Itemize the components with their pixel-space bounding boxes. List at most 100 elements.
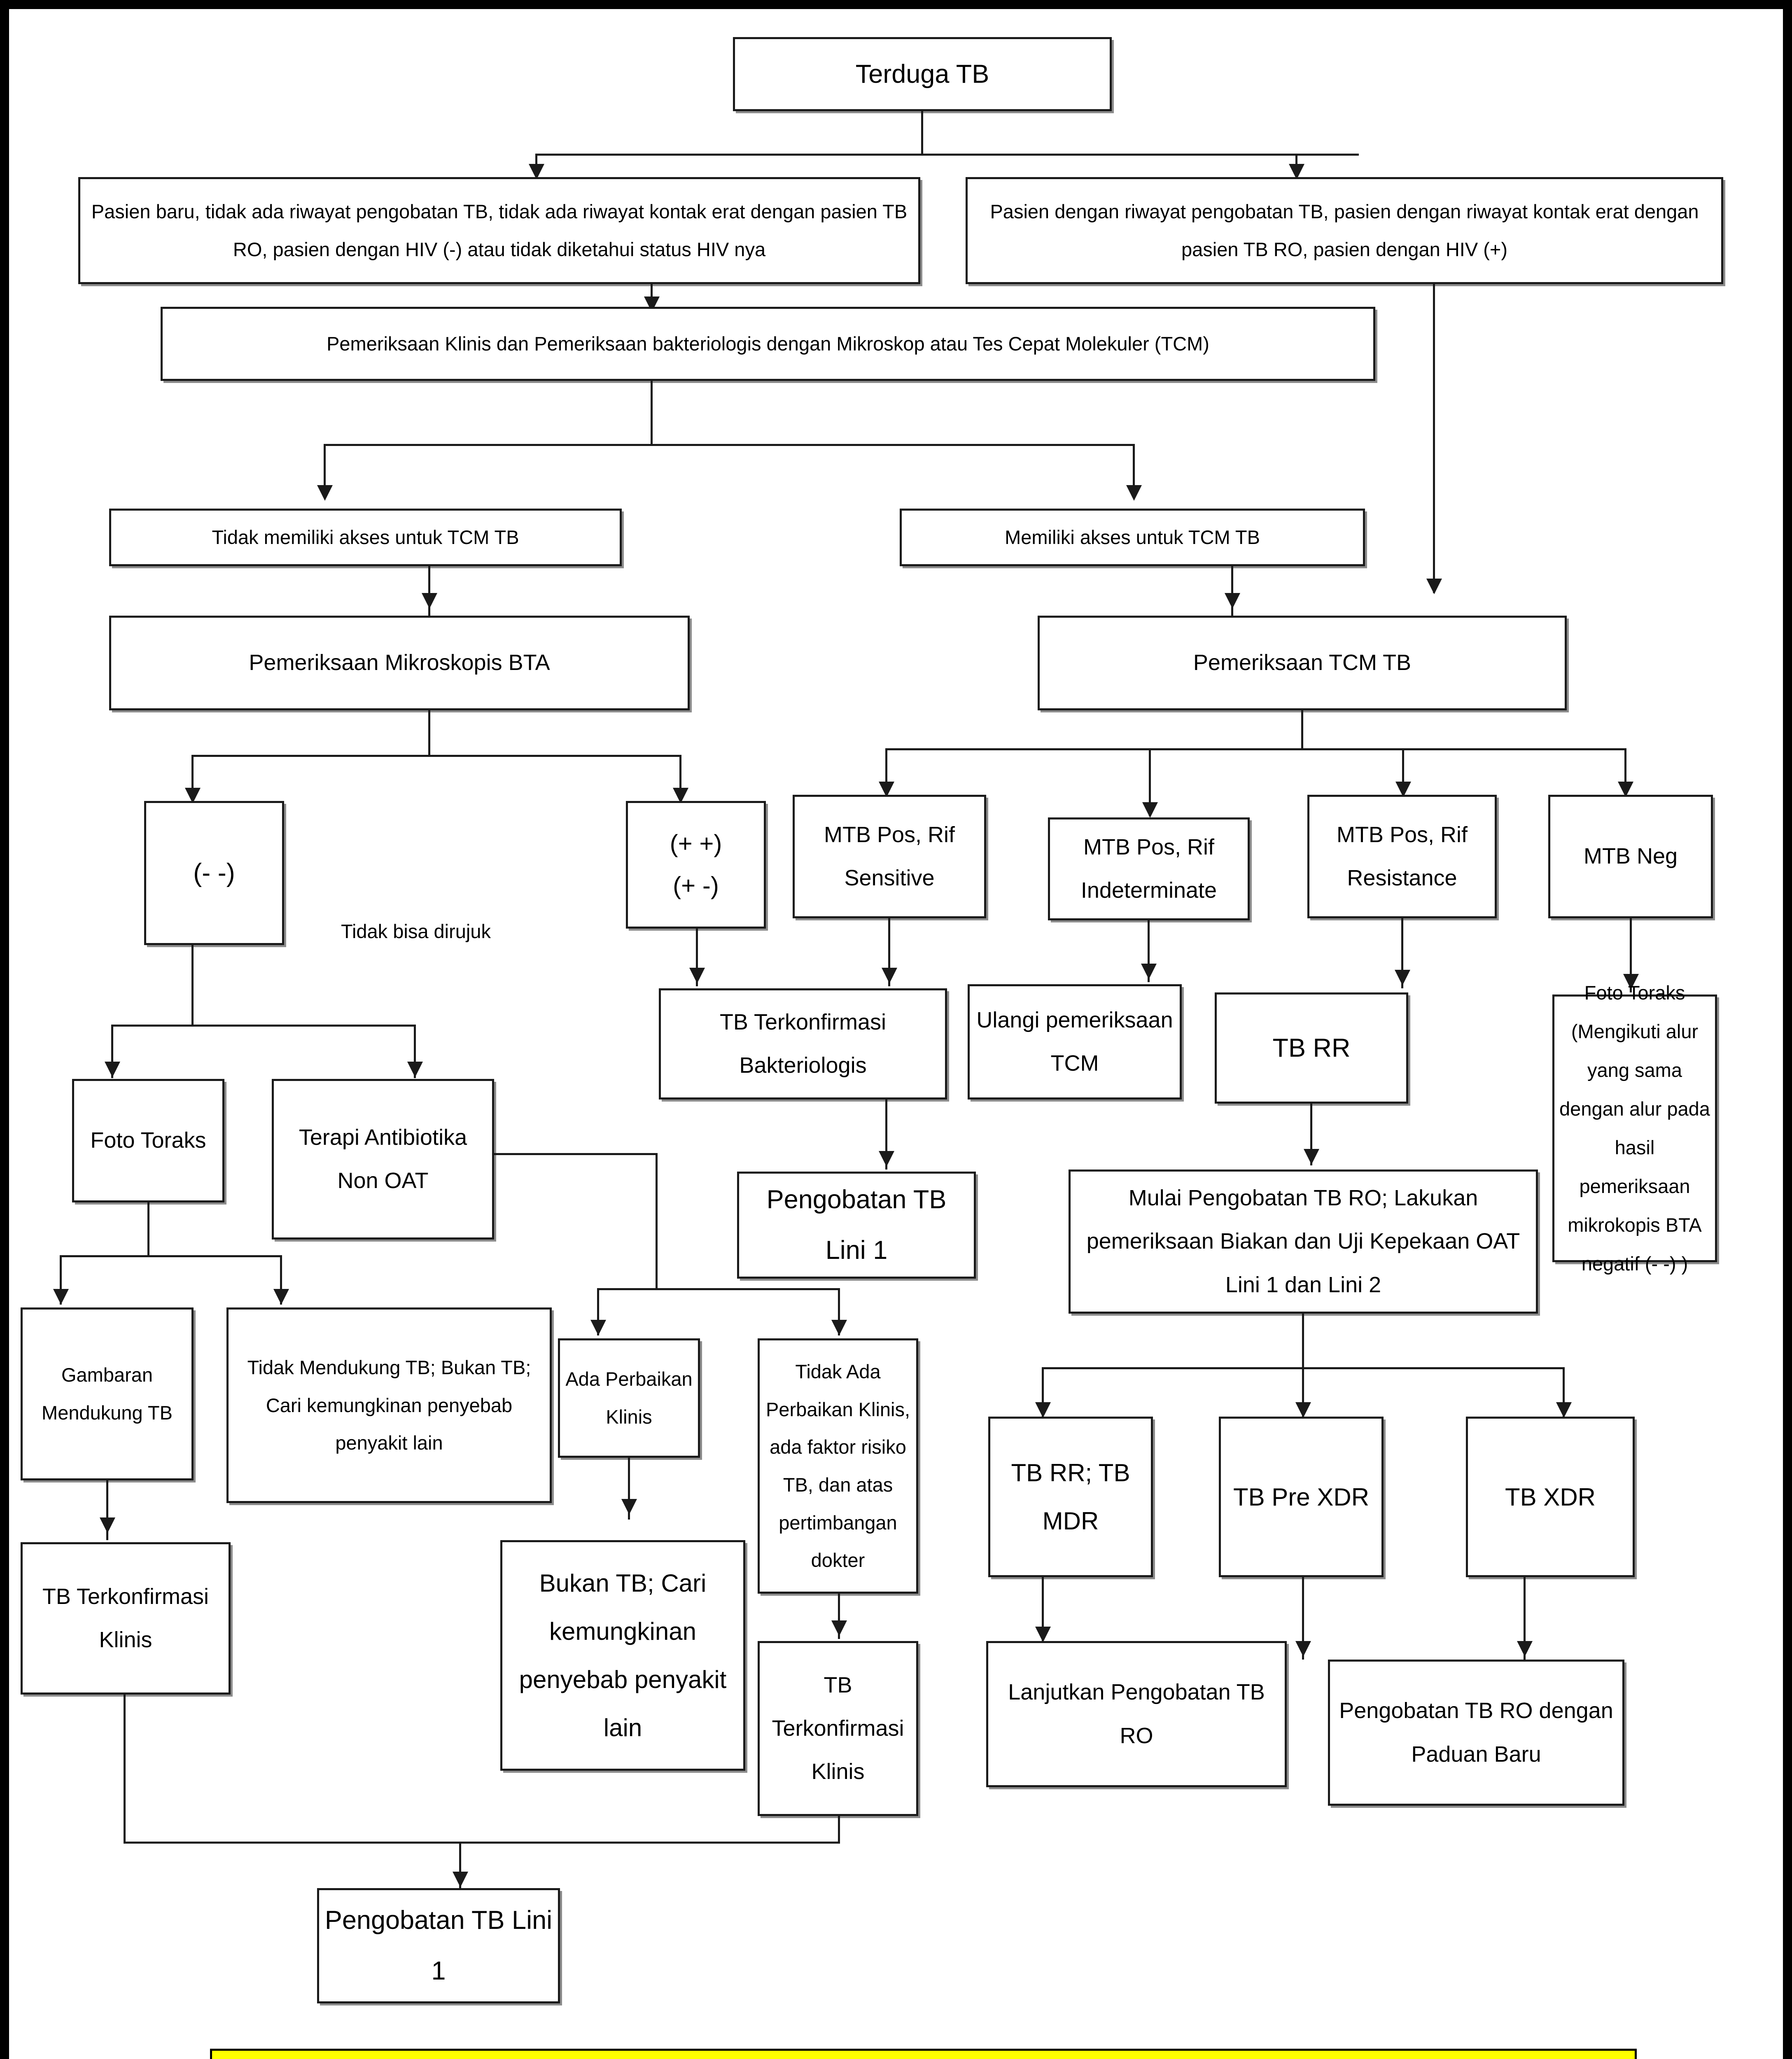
- node-tb-terkonfirmasi-klinis-left-label: TB Terkonfirmasi Klinis: [42, 1584, 209, 1652]
- arrow-to-tidak-mendukung: [273, 1289, 289, 1305]
- node-tidak-akses-tcm[interactable]: Tidak memiliki akses untuk TCM TB: [109, 509, 622, 566]
- arrow-to-rif-indeterminate: [1142, 802, 1158, 818]
- node-mtb-pos-rif-indeterminate[interactable]: MTB Pos, Rif Indeterminate: [1048, 817, 1250, 920]
- node-tb-terkonfirmasi-bakteriologis[interactable]: TB Terkonfirmasi Bakteriologis: [659, 988, 947, 1100]
- node-gambaran-mendukung-tb[interactable]: Gambaran Mendukung TB: [21, 1307, 194, 1480]
- node-mulai-pengobatan-ro[interactable]: Mulai Pengobatan TB RO; Lakukan pemeriks…: [1069, 1170, 1538, 1314]
- node-tidak-ada-perbaikan-klinis[interactable]: Tidak Ada Perbaikan Klinis, ada faktor r…: [758, 1338, 918, 1594]
- node-ulangi-pemeriksaan-tcm[interactable]: Ulangi pemeriksaan TCM: [968, 984, 1182, 1100]
- node-terduga-tb[interactable]: Terduga TB: [733, 37, 1112, 111]
- node-bukan-tb-cari[interactable]: Bukan TB; Cari kemungkinan penyebab peny…: [500, 1540, 745, 1771]
- node-mtb-pos-rif-sensitive[interactable]: MTB Pos, Rif Sensitive: [793, 795, 986, 918]
- node-tb-xdr[interactable]: TB XDR: [1466, 1417, 1635, 1577]
- arrow-to-negneg: [185, 788, 201, 803]
- node-tb-rr-tb-mdr[interactable]: TB RR; TB MDR: [988, 1417, 1153, 1577]
- arrow-to-tbrr-tbmdr: [1035, 1402, 1051, 1418]
- node-pemeriksaan-tcm-label: Pemeriksaan TCM TB: [1193, 650, 1412, 675]
- node-pengobatan-tb-lini1-mid[interactable]: Pengobatan TB Lini 1: [737, 1172, 976, 1279]
- arrow-prexdr-to-paduanbaru: [1295, 1641, 1311, 1657]
- node-lanjutkan-pengobatan-ro[interactable]: Lanjutkan Pengobatan TB RO: [986, 1641, 1287, 1787]
- arrow-tbrrmdr-to-lanjutkan: [1035, 1627, 1051, 1642]
- connector-sensitive-to-bakteriologis: [888, 918, 890, 986]
- connector-tbrr-to-mulai: [1310, 1104, 1312, 1165]
- connector-to-tb-pre-xdr: [1302, 1367, 1304, 1419]
- connector-klinis-stem: [651, 381, 653, 445]
- node-tidak-mendukung-tb[interactable]: Tidak Mendukung TB; Bukan TB; Cari kemun…: [226, 1307, 552, 1503]
- node-terapi-antibiotika[interactable]: Terapi Antibiotika Non OAT: [272, 1079, 494, 1240]
- node-tb-rr[interactable]: TB RR: [1215, 992, 1408, 1104]
- arrow-to-pasien-riwayat: [1289, 164, 1304, 180]
- arrow-to-rif-sensitive: [879, 782, 894, 797]
- connector-to-ada-perbaikan: [597, 1288, 599, 1335]
- node-foto-toraks[interactable]: Foto Toraks: [72, 1079, 224, 1202]
- node-mtb-neg[interactable]: MTB Neg: [1548, 795, 1713, 918]
- connector-terapi-down: [656, 1153, 658, 1289]
- node-memiliki-akses-tcm-label: Memiliki akses untuk TCM TB: [1005, 526, 1260, 549]
- page-frame-left: [0, 0, 9, 2059]
- connector-adaperbaikan-to-bukantb: [628, 1458, 630, 1520]
- node-mtb-pos-rif-indeterminate-label: MTB Pos, Rif Indeterminate: [1080, 834, 1217, 903]
- node-hasil-pos[interactable]: (+ +) (+ -): [626, 801, 766, 929]
- connector-to-tb-xdr: [1563, 1367, 1565, 1419]
- arrow-to-pasien-baru: [529, 164, 544, 180]
- node-foto-toraks-mtb-neg[interactable]: Foto Toraks (Mengikuti alur yang sama de…: [1552, 982, 1717, 1275]
- node-tb-rr-tb-mdr-label: TB RR; TB MDR: [1011, 1459, 1130, 1535]
- connector-to-tbrr-tbmdr: [1042, 1367, 1044, 1419]
- connector-negneg-stem: [191, 945, 194, 1025]
- arrow-pos-to-bakteriologis: [689, 968, 705, 983]
- node-pemeriksaan-mikroskopis[interactable]: Pemeriksaan Mikroskopis BTA: [109, 616, 690, 710]
- node-hasil-pos-neg-label: (+ -): [673, 872, 719, 899]
- connector-terduga-split: [535, 154, 1359, 156]
- arrow-to-tidak-akses: [317, 485, 333, 501]
- node-mtb-pos-rif-resistance[interactable]: MTB Pos, Rif Resistance: [1307, 795, 1497, 918]
- connector-pasienbaru-to-klinis: [651, 284, 653, 305]
- connector-xdr-to-paduanbaru: [1524, 1577, 1526, 1660]
- connector-pasienriwayat-to-tcm: [1433, 284, 1435, 593]
- arrow-adaperbaikan-to-bukantb: [621, 1499, 637, 1515]
- node-hasil-neg-neg[interactable]: (- -): [144, 801, 284, 945]
- node-tidak-mendukung-tb-label: Tidak Mendukung TB; Bukan TB; Cari kemun…: [247, 1356, 531, 1454]
- node-tb-pre-xdr[interactable]: TB Pre XDR: [1219, 1417, 1384, 1577]
- node-pengobatan-ro-paduan-baru-label: Pengobatan TB RO dengan Paduan Baru: [1339, 1698, 1613, 1767]
- connector-pos-to-bakteriologis: [696, 929, 698, 986]
- connector-to-pospos: [679, 755, 681, 800]
- note-pemeriksaan-tambahan: Pemeriksaan tambahan pada semua pasien T…: [210, 2049, 1637, 2059]
- node-gambaran-mendukung-tb-label: Gambaran Mendukung TB: [42, 1364, 173, 1424]
- node-hasil-pos-pos-label: (+ +): [670, 830, 722, 857]
- node-mtb-pos-rif-sensitive-label: MTB Pos, Rif Sensitive: [824, 822, 955, 890]
- node-memiliki-akses-tcm[interactable]: Memiliki akses untuk TCM TB: [900, 509, 1365, 566]
- connector-fototoraks-split: [60, 1255, 282, 1257]
- connector-to-foto-toraks: [111, 1025, 113, 1078]
- node-pasien-riwayat[interactable]: Pasien dengan riwayat pengobatan TB, pas…: [966, 177, 1723, 284]
- node-pengobatan-ro-paduan-baru[interactable]: Pengobatan TB RO dengan Paduan Baru: [1328, 1660, 1624, 1806]
- connector-mtbneg-to-fototoraks: [1630, 918, 1632, 992]
- arrow-to-rif-resistance: [1395, 782, 1411, 797]
- arrow-sensitive-to-bakteriologis: [882, 968, 897, 983]
- connector-tcm-stem: [1301, 710, 1303, 749]
- node-pemeriksaan-tcm[interactable]: Pemeriksaan TCM TB: [1038, 616, 1567, 710]
- node-mtb-pos-rif-resistance-label: MTB Pos, Rif Resistance: [1336, 822, 1468, 890]
- arrow-tidakakses-to-mikroskopis: [422, 593, 437, 609]
- connector-bottom-merge: [124, 1842, 840, 1844]
- node-ada-perbaikan-klinis[interactable]: Ada Perbaikan Klinis: [558, 1338, 700, 1458]
- connector-terapi-split: [597, 1288, 840, 1290]
- node-mtb-neg-label: MTB Neg: [1583, 844, 1678, 869]
- connector-to-rif-sensitive: [885, 748, 887, 796]
- label-tidak-bisa-dirujuk: Tidak bisa dirujuk: [341, 920, 491, 942]
- connector-tbrrmdr-to-lanjutkan: [1042, 1577, 1044, 1645]
- node-pasien-baru[interactable]: Pasien baru, tidak ada riwayat pengobata…: [78, 177, 920, 284]
- node-bukan-tb-cari-label: Bukan TB; Cari kemungkinan penyebab peny…: [519, 1569, 727, 1742]
- node-tb-terkonfirmasi-klinis-left[interactable]: TB Terkonfirmasi Klinis: [21, 1542, 231, 1695]
- connector-to-rif-resistance: [1402, 748, 1404, 796]
- node-mulai-pengobatan-ro-label: Mulai Pengobatan TB RO; Lakukan pemeriks…: [1086, 1186, 1520, 1297]
- node-pengobatan-tb-lini1-bottom[interactable]: Pengobatan TB Lini 1: [317, 1888, 560, 2003]
- arrow-pasienriwayat-to-tcm: [1426, 579, 1442, 594]
- connector-klinis-split: [324, 444, 1135, 446]
- node-tb-terkonfirmasi-klinis-mid-label: TB Terkonfirmasi Klinis: [772, 1672, 904, 1784]
- node-terapi-antibiotika-label: Terapi Antibiotika Non OAT: [299, 1125, 467, 1193]
- node-tb-terkonfirmasi-klinis-mid[interactable]: TB Terkonfirmasi Klinis: [758, 1641, 918, 1816]
- connector-klinismid-down: [838, 1816, 840, 1843]
- node-pemeriksaan-klinis[interactable]: Pemeriksaan Klinis dan Pemeriksaan bakte…: [161, 307, 1375, 381]
- node-pasien-baru-label: Pasien baru, tidak ada riwayat pengobata…: [91, 201, 908, 260]
- connector-resistance-to-tbrr: [1401, 918, 1403, 988]
